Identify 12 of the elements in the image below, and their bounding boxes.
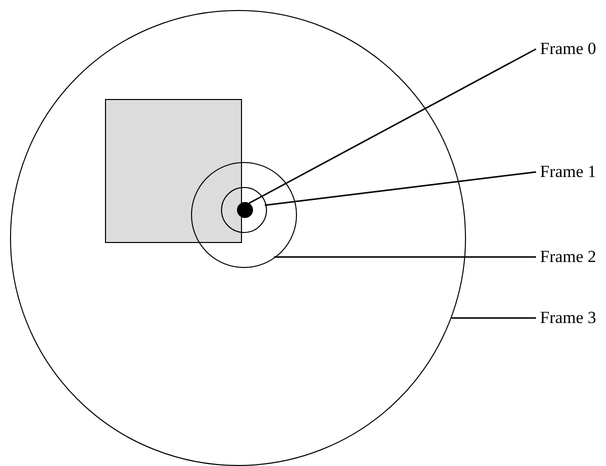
frame-label: Frame 3 [540, 308, 596, 328]
frame-label: Frame 0 [540, 39, 596, 59]
shaded-square [105, 99, 242, 243]
frame-circle [221, 187, 267, 233]
frame-circle [10, 10, 466, 466]
frame-label: Frame 1 [540, 162, 596, 182]
frame-label: Frame 2 [540, 247, 596, 267]
leader-line [274, 256, 536, 258]
leader-line [452, 317, 536, 319]
leader-line [264, 171, 536, 206]
leader-line [248, 48, 536, 204]
frame-circle [191, 162, 297, 268]
